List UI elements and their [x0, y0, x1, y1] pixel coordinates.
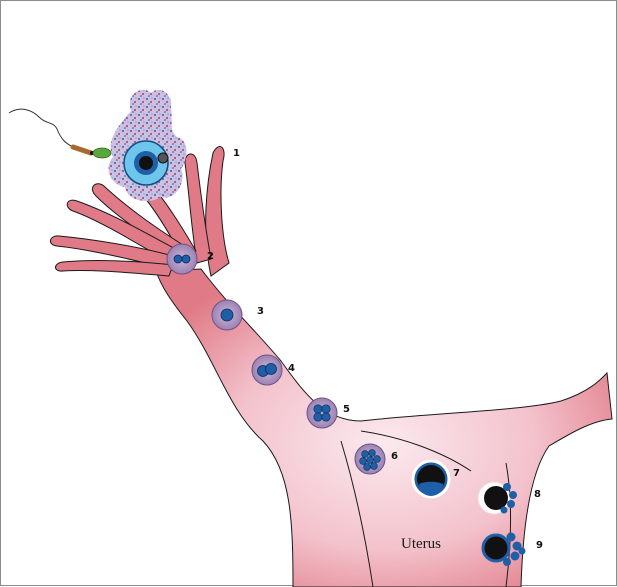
stage-label-5: 5: [343, 404, 350, 415]
sperm: [9, 109, 111, 158]
stage-label-6: 6: [391, 451, 398, 462]
stage-label-7: 7: [453, 468, 460, 479]
stage-6-morula: [355, 444, 385, 474]
stage-3-cell: [212, 300, 242, 330]
stage-label-3: 3: [257, 306, 264, 317]
stage-5-four-cell: [307, 398, 337, 428]
stage-label-2: 2: [207, 251, 214, 262]
stage-2-zygote: [167, 244, 197, 274]
stage-1-oocyte: [109, 90, 187, 201]
stage-label-4: 4: [288, 363, 295, 374]
stage-7-blastocyst: [413, 461, 449, 497]
stage-4-two-cell: [252, 355, 282, 385]
uterus-label: Uterus: [401, 536, 441, 552]
stage-label-1: 1: [233, 148, 240, 159]
stage-label-9: 9: [536, 540, 543, 551]
stage-label-8: 8: [534, 489, 541, 500]
